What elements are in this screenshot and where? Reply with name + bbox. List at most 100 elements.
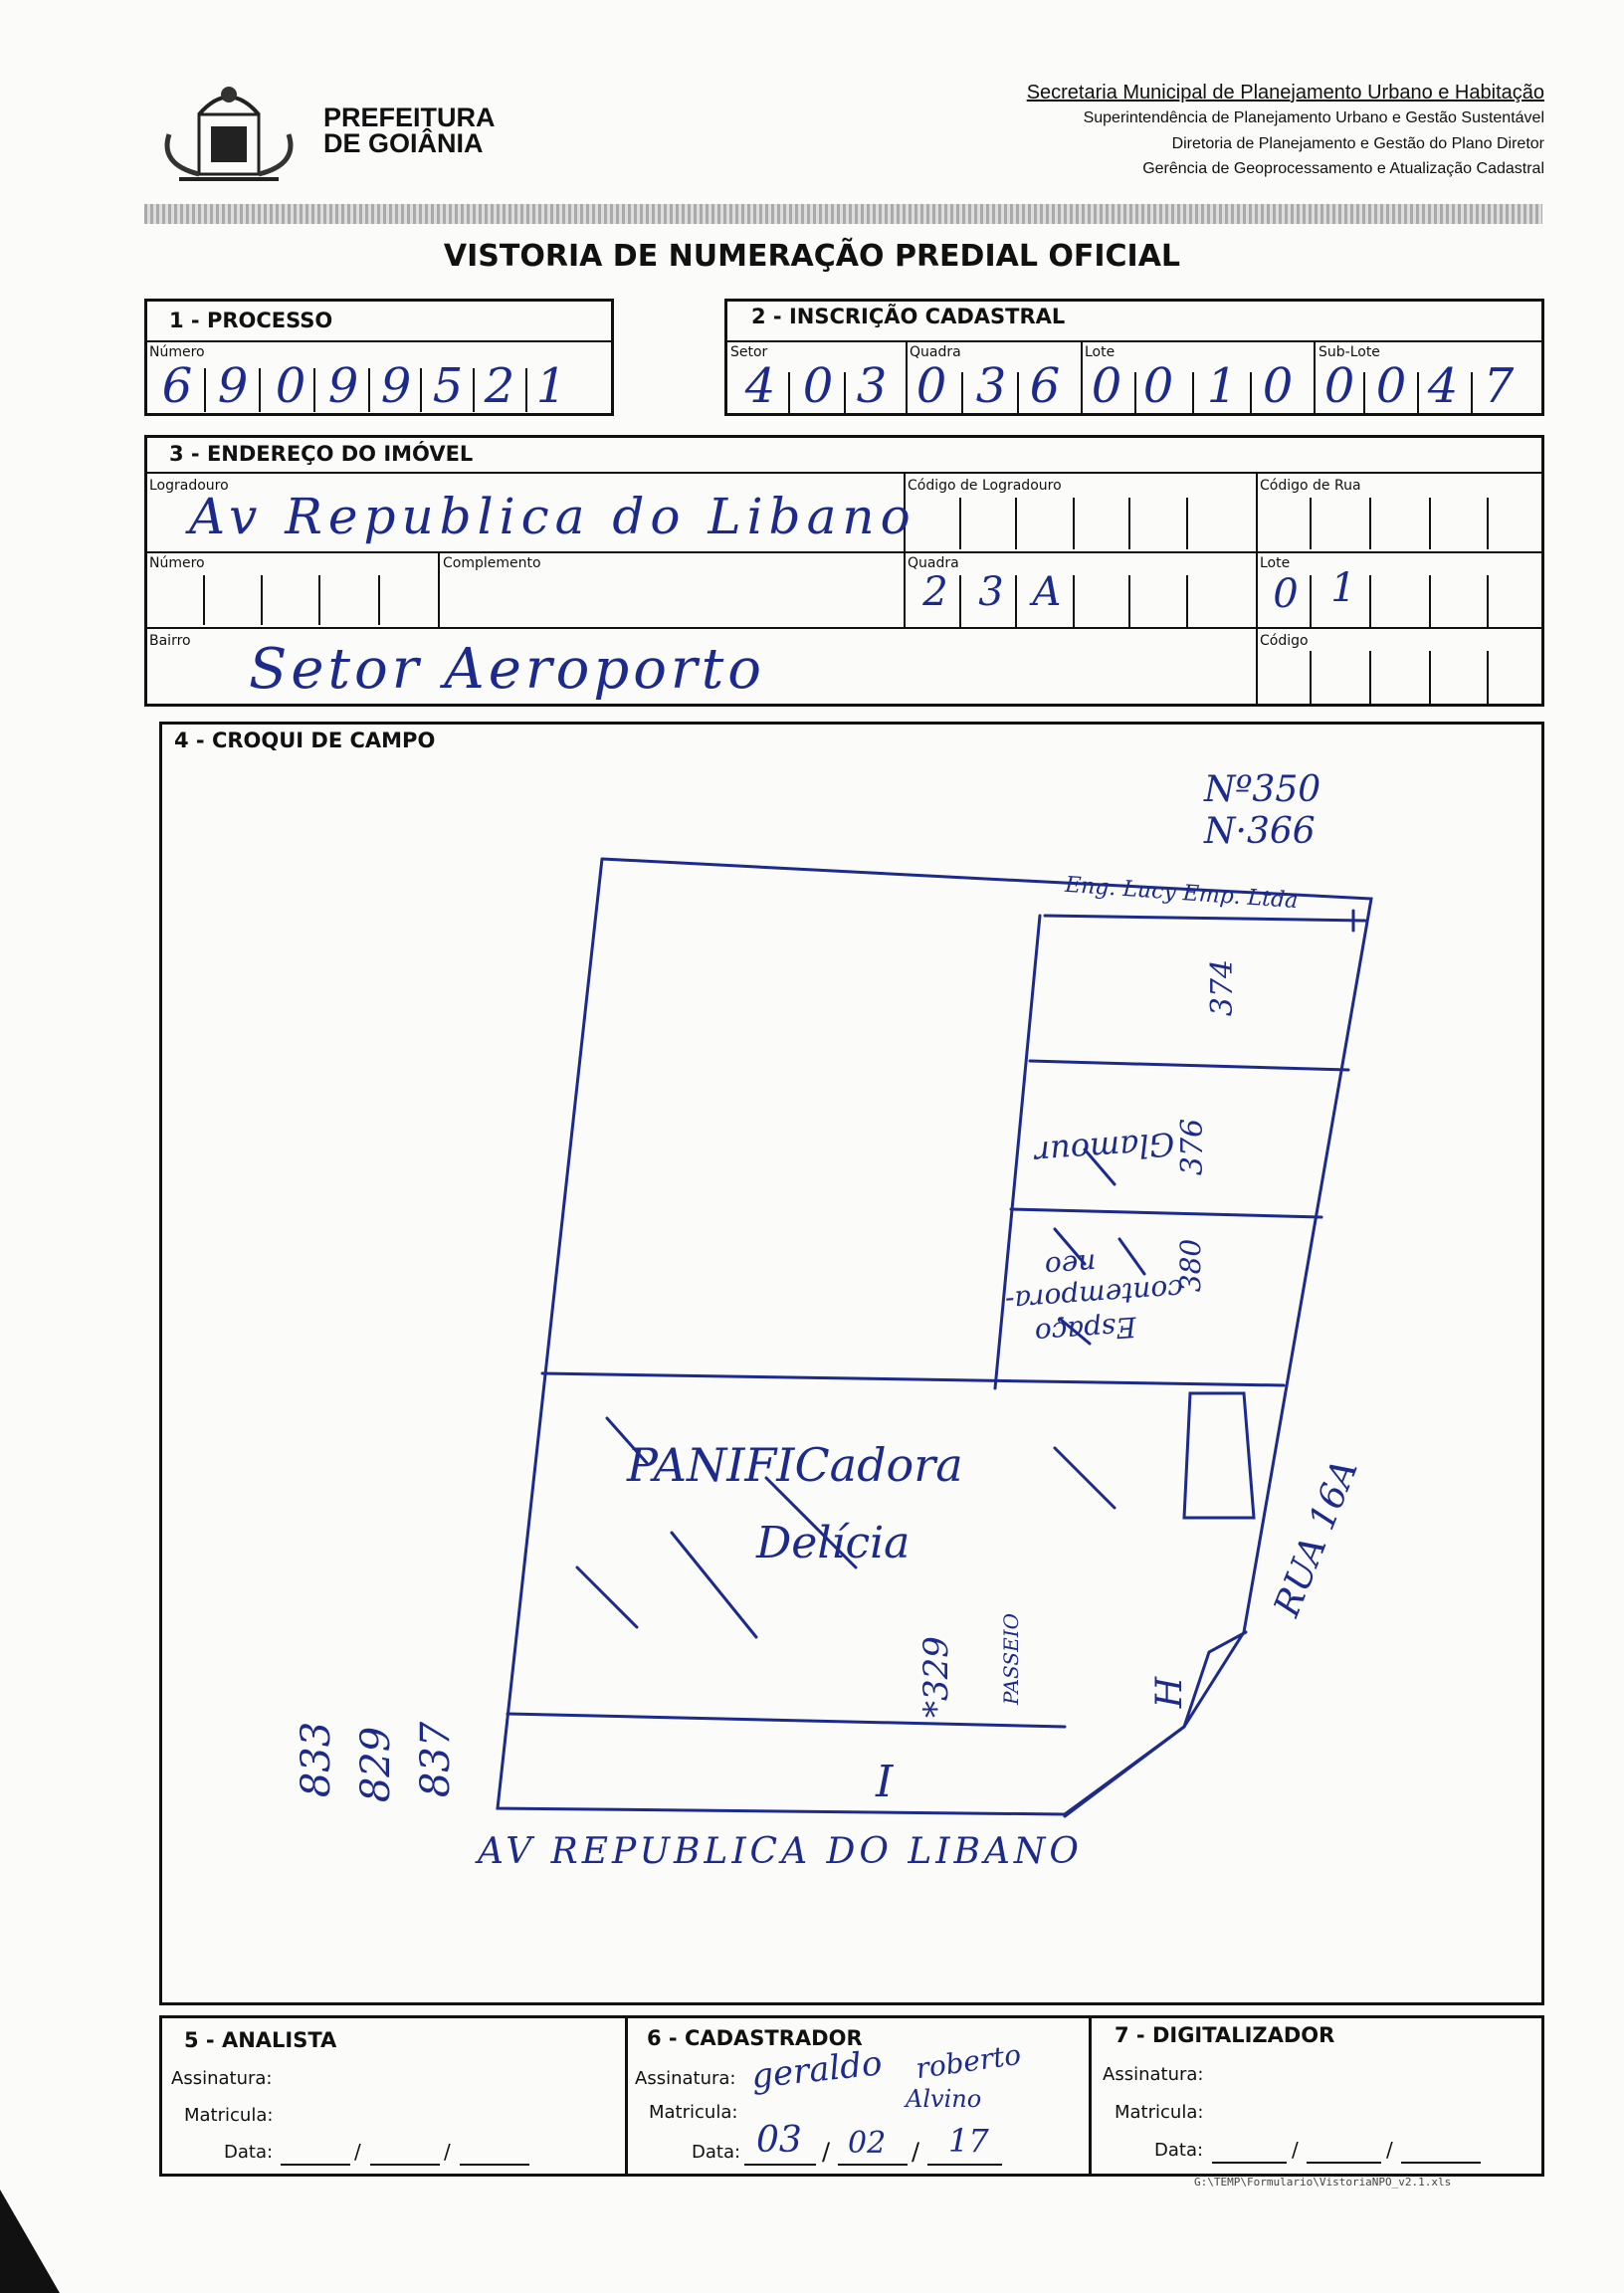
org-name: PREFEITURA DE GOIÂNIA bbox=[323, 103, 496, 158]
digit: 2 bbox=[922, 569, 948, 615]
digit: 1 bbox=[1206, 358, 1238, 414]
numero-field[interactable] bbox=[149, 575, 436, 627]
note-n350: Nº350 bbox=[1204, 769, 1321, 810]
processo-numero-label: Número bbox=[149, 344, 205, 360]
lote-field[interactable]: 0 1 bbox=[1260, 565, 1542, 627]
analista-matricula-label: Matricula: bbox=[184, 2105, 274, 2126]
digit: 3 bbox=[978, 569, 1004, 615]
processo-divider bbox=[144, 340, 614, 342]
quadra-field[interactable]: 2 3 A bbox=[908, 569, 1254, 627]
note-panificadora: PANIFICadora bbox=[627, 1438, 963, 1492]
footer-box bbox=[159, 2015, 1544, 2177]
digit: 0 bbox=[802, 358, 834, 414]
digitalizador-data-label: Data: bbox=[1154, 2140, 1204, 2161]
digit: 0 bbox=[1323, 358, 1355, 414]
cadastrador-date-year: 17 bbox=[948, 2122, 989, 2160]
digitalizador-heading: 7 - DIGITALIZADOR bbox=[1115, 2023, 1335, 2047]
cadastrador-data-label: Data: bbox=[692, 2142, 741, 2163]
cadastrador-heading: 6 - CADASTRADOR bbox=[647, 2026, 863, 2050]
digit: 6 bbox=[1029, 358, 1061, 414]
endereco-heading: 3 - ENDEREÇO DO IMÓVEL bbox=[169, 442, 474, 466]
org-line2: DE GOIÂNIA bbox=[323, 128, 484, 158]
logradouro-label: Logradouro bbox=[149, 478, 229, 494]
digit: 0 bbox=[1142, 358, 1174, 414]
diretoria-line: Diretoria de Planejamento e Gestão do Pl… bbox=[1171, 135, 1544, 152]
digit: 0 bbox=[275, 358, 306, 414]
lote-label: Lote bbox=[1085, 344, 1116, 360]
processo-heading: 1 - PROCESSO bbox=[169, 309, 333, 332]
page-title: VISTORIA DE NUMERAÇÃO PREDIAL OFICIAL bbox=[443, 239, 1181, 274]
note-n366: N·366 bbox=[1204, 811, 1316, 852]
header-divider bbox=[144, 204, 1542, 224]
secretaria-title: Secretaria Municipal de Planejamento Urb… bbox=[1026, 82, 1544, 104]
setor-label: Setor bbox=[730, 344, 768, 360]
codigo-field[interactable] bbox=[1260, 651, 1542, 707]
city-seal-logo bbox=[149, 75, 308, 194]
note-833: 833 bbox=[294, 1721, 340, 1798]
digit: 6 bbox=[161, 358, 193, 414]
numero-label: Número bbox=[149, 555, 205, 571]
digit: 4 bbox=[1427, 358, 1459, 414]
endereco-box bbox=[144, 435, 1544, 707]
analista-heading: 5 - ANALISTA bbox=[184, 2028, 337, 2052]
sublote-label: Sub-Lote bbox=[1319, 344, 1380, 360]
file-path: G:\TEMP\Formulario\VistoriaNPO_v2.1.xls bbox=[1194, 2176, 1452, 2189]
cadastrador-date-day: 03 bbox=[756, 2120, 802, 2161]
codigo-rua-field[interactable] bbox=[1260, 498, 1542, 551]
digit: 0 bbox=[1273, 571, 1299, 617]
digit: 7 bbox=[1483, 358, 1515, 414]
cadastrador-signature-3: Alvino bbox=[906, 2085, 982, 2113]
croqui-heading: 4 - CROQUI DE CAMPO bbox=[174, 729, 436, 752]
gerencia-line: Gerência de Geoprocessamento e Atualizaç… bbox=[1142, 160, 1544, 177]
note-passeio: PASSEIO bbox=[999, 1612, 1024, 1706]
inscricao-heading: 2 - INSCRIÇÃO CADASTRAL bbox=[751, 305, 1066, 328]
cadastrador-date-month: 02 bbox=[848, 2126, 887, 2161]
cadastrador-assinatura-label: Assinatura: bbox=[635, 2068, 736, 2089]
note-376: 376 bbox=[1175, 1118, 1211, 1176]
codigo-logradouro-field[interactable] bbox=[908, 498, 1254, 551]
bairro-value[interactable]: Setor Aeroporto bbox=[249, 637, 765, 702]
digit: 9 bbox=[327, 358, 359, 414]
analista-assinatura-label: Assinatura: bbox=[171, 2068, 273, 2089]
digitalizador-matricula-label: Matricula: bbox=[1115, 2102, 1204, 2123]
cadastrador-date-field[interactable]: 03 / 02 / 17 bbox=[744, 2120, 1043, 2168]
analista-date-field[interactable]: / / bbox=[281, 2140, 554, 2166]
cadastrador-matricula-label: Matricula: bbox=[649, 2102, 738, 2123]
note-espaco-line3: neo bbox=[1043, 1247, 1098, 1284]
inscricao-divider bbox=[724, 340, 1544, 342]
complemento-field[interactable] bbox=[443, 573, 901, 625]
croqui-box bbox=[159, 722, 1544, 2005]
digitalizador-assinatura-label: Assinatura: bbox=[1103, 2064, 1204, 2085]
digit: 0 bbox=[1262, 358, 1294, 414]
inscricao-digits[interactable]: 4 0 3 0 3 6 0 0 1 0 0 0 4 7 bbox=[726, 358, 1542, 414]
note-837: 837 bbox=[413, 1721, 460, 1798]
digitalizador-date-field[interactable]: / / bbox=[1212, 2138, 1491, 2164]
analista-data-label: Data: bbox=[224, 2142, 274, 2163]
digit: 0 bbox=[915, 358, 947, 414]
complemento-label: Complemento bbox=[443, 555, 541, 571]
digit: 0 bbox=[1091, 358, 1122, 414]
digit: 3 bbox=[856, 358, 888, 414]
inscricao-box bbox=[724, 299, 1544, 416]
digit: 4 bbox=[744, 358, 776, 414]
digit: 0 bbox=[1375, 358, 1407, 414]
note-mark-i: I bbox=[876, 1757, 894, 1807]
digit: 2 bbox=[484, 358, 515, 414]
digit: 1 bbox=[535, 358, 567, 414]
codigo-logradouro-label: Código de Logradouro bbox=[908, 478, 1062, 494]
quadra-label: Quadra bbox=[910, 344, 961, 360]
logradouro-value[interactable]: Av Republica do Libano bbox=[189, 488, 916, 545]
bairro-label: Bairro bbox=[149, 633, 191, 649]
note-delicia: Delícia bbox=[756, 1518, 911, 1568]
digit: 9 bbox=[217, 358, 249, 414]
codigo-rua-label: Código de Rua bbox=[1260, 478, 1361, 494]
note-mark-h: H bbox=[1149, 1676, 1191, 1709]
org-line1: PREFEITURA bbox=[323, 103, 496, 132]
quadra-label-endereco: Quadra bbox=[908, 555, 959, 571]
note-829: 829 bbox=[353, 1726, 400, 1803]
field-sketch: Nº350 N·366 Eng. Lucy Emp. Ltda 374 376 … bbox=[159, 722, 1544, 2005]
processo-digits[interactable]: 6 9 0 9 9 5 2 1 bbox=[149, 358, 612, 414]
scan-corner-shadow bbox=[0, 2189, 60, 2293]
note-avenida: AV REPUBLICA DO LIBANO bbox=[478, 1831, 1083, 1872]
processo-box bbox=[144, 299, 614, 416]
